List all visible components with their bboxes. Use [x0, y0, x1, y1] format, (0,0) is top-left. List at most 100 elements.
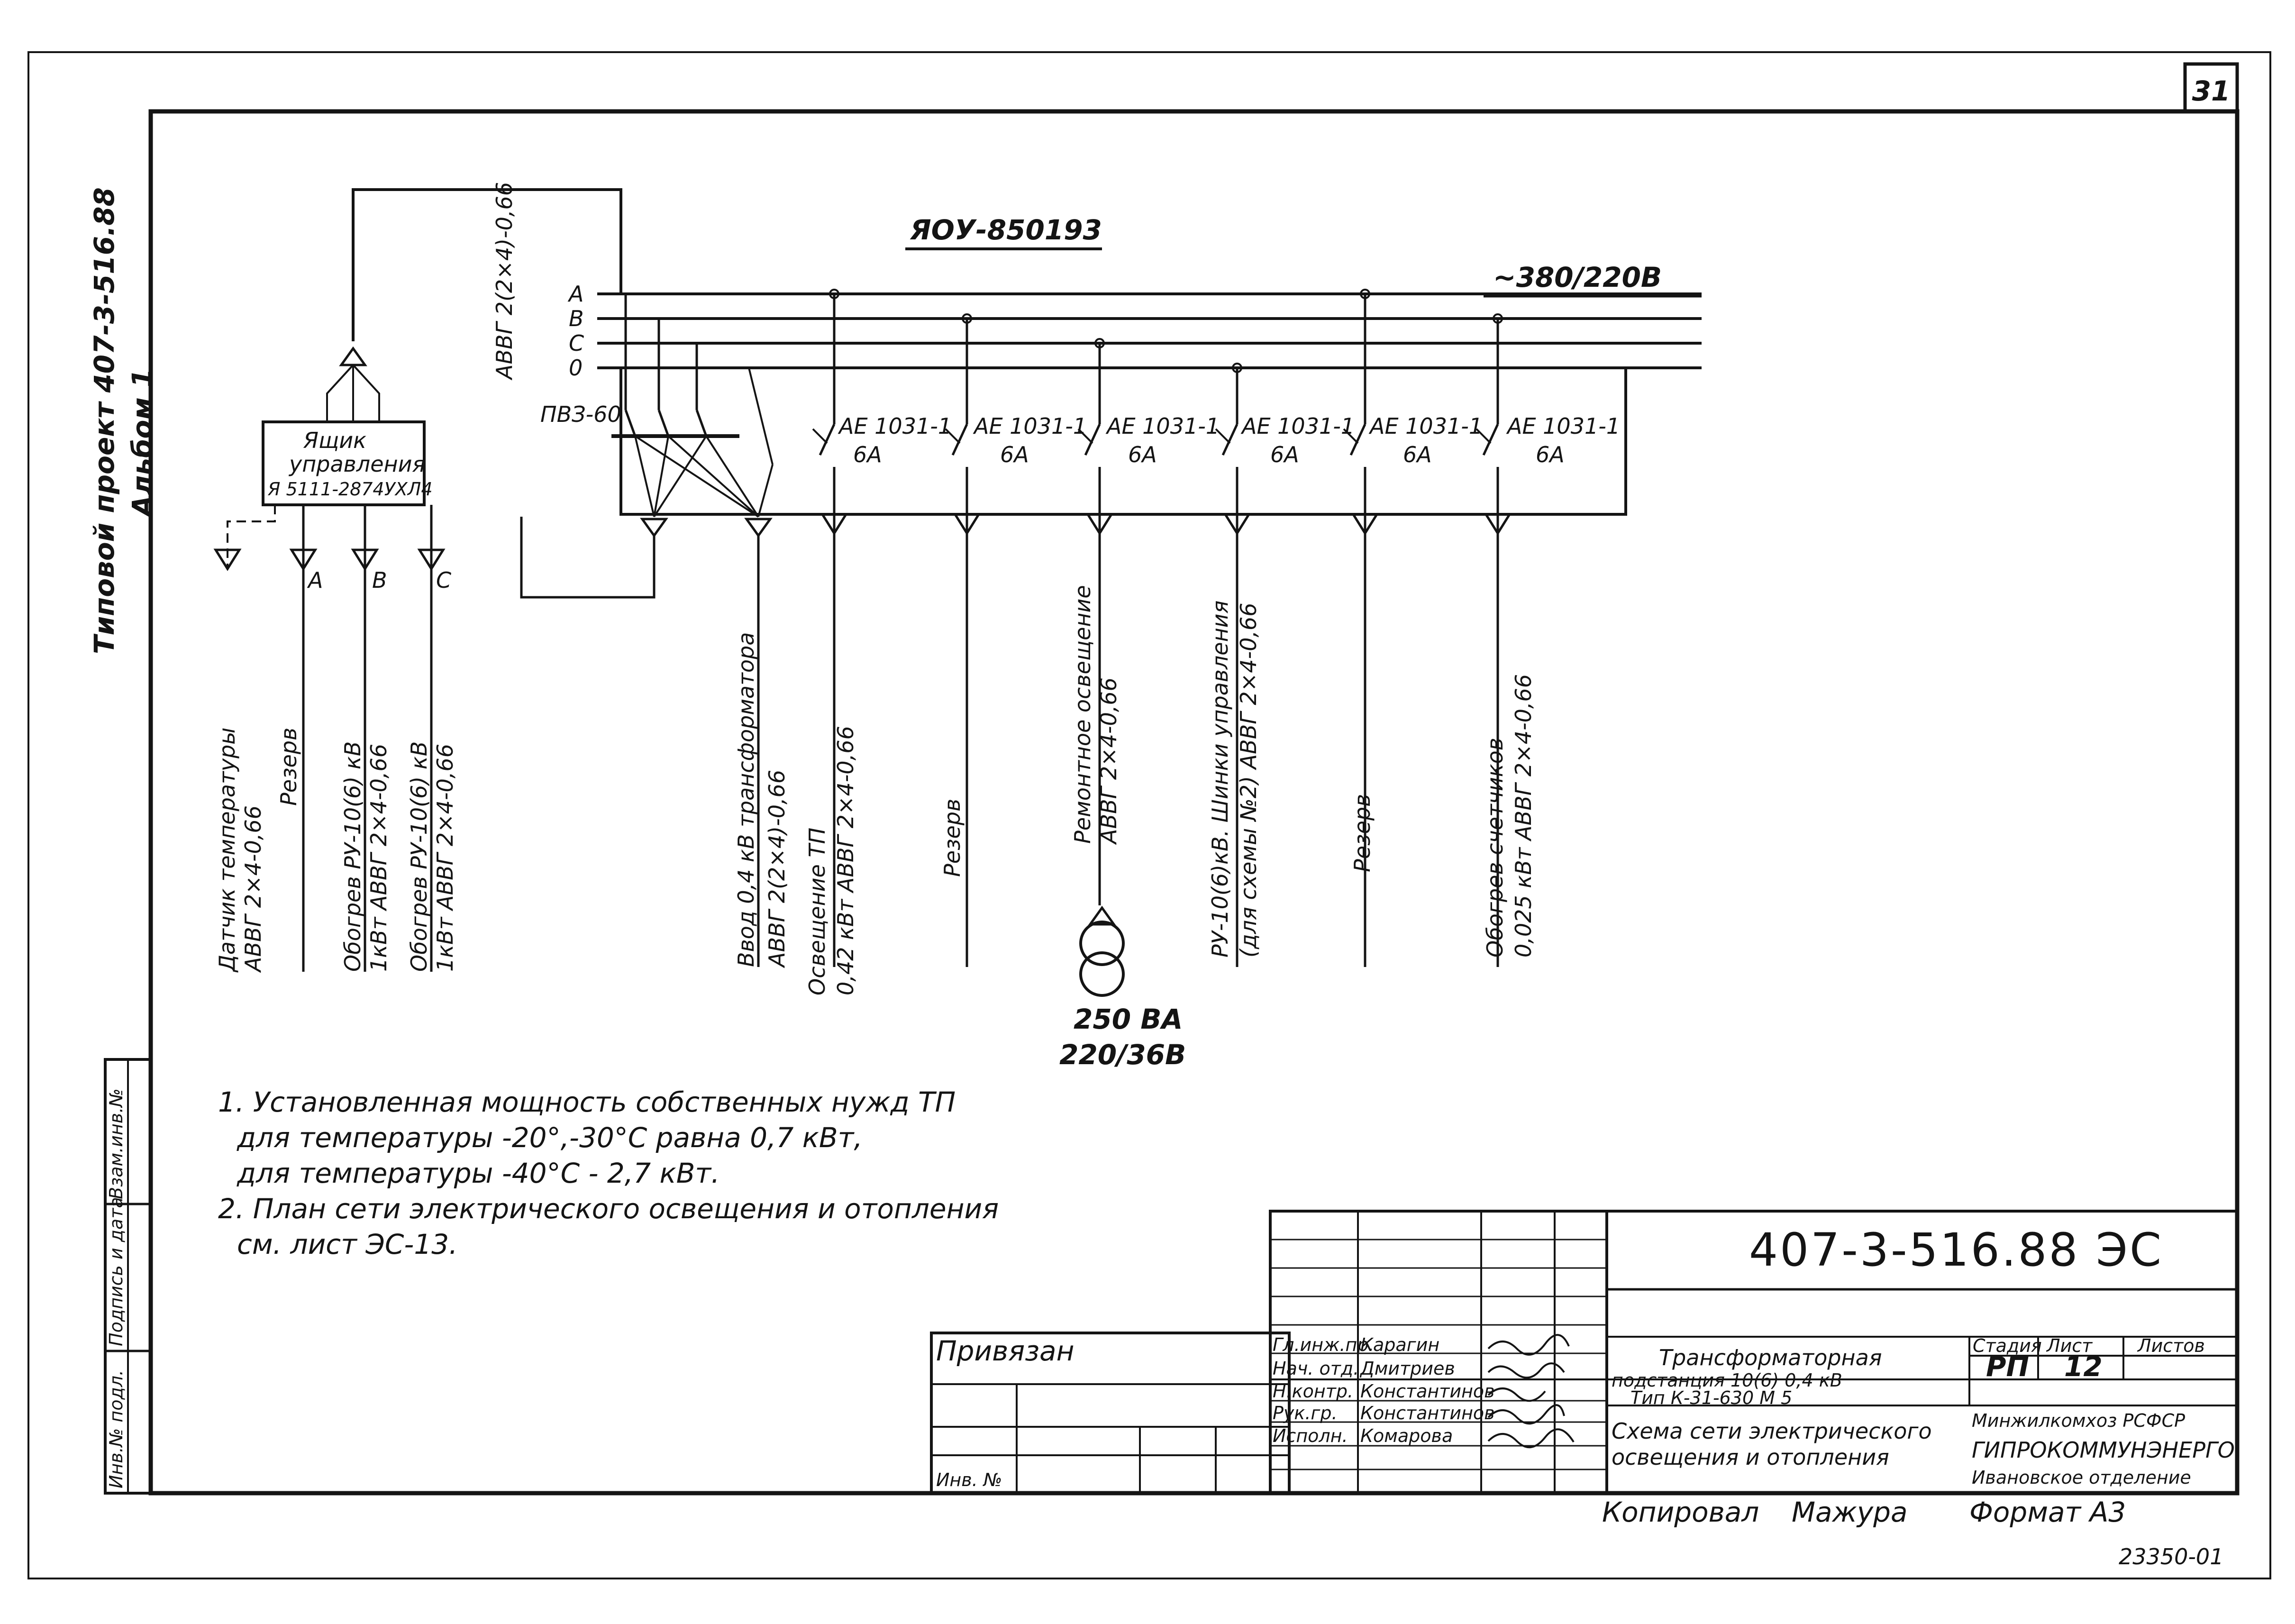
breaker-5	[1343, 289, 1379, 967]
sheet-number-box	[2183, 62, 2239, 113]
reserve-label-c: Резерв	[1349, 794, 1375, 872]
copied-label: Копировал	[1602, 1496, 1759, 1528]
name-5: Комарова	[1360, 1425, 1453, 1446]
panel-voltage: ~380/220В	[1493, 261, 1662, 293]
lighting-label-1: Освещение ТП	[804, 828, 830, 995]
stamp-original-inv: Инв.№ подл.	[106, 1370, 127, 1488]
breaker-5-rating: 6А	[1403, 442, 1432, 467]
panel-outline	[619, 368, 1627, 516]
breaker-4-rating: 6А	[1270, 442, 1299, 467]
stamp-sign-date: Подпись и дата	[106, 1197, 127, 1346]
reserve-label-b: Резерв	[939, 799, 965, 877]
reserve-label-a: Резерв	[276, 728, 301, 806]
name-2: Дмитриев	[1359, 1358, 1455, 1379]
drawing-line1: Схема сети электрического	[1612, 1418, 1932, 1444]
signatures	[1487, 1334, 1575, 1449]
switch-pvz	[611, 294, 774, 538]
object-line1: Трансформаторная	[1659, 1345, 1882, 1370]
breaker-4	[1215, 363, 1251, 967]
role-1: Гл.инж.пр.	[1273, 1334, 1374, 1355]
transformer-ratio: 220/36В	[1059, 1039, 1186, 1071]
bus-label-a: А	[567, 281, 583, 307]
note-2-line2: см. лист ЭС-13.	[237, 1228, 458, 1260]
repair-label-2: АВВГ 2×4-0,66	[1096, 677, 1121, 845]
sheet-label: Лист	[2046, 1335, 2093, 1356]
sheet-number: 31	[2192, 75, 2231, 107]
breakers-group	[812, 289, 1512, 967]
busbars	[597, 292, 1702, 369]
org-line3: Ивановское отделение	[1972, 1467, 2191, 1488]
feed-cable-label: АВВГ 2(2×4)-0,66	[492, 182, 517, 381]
control-box	[262, 420, 426, 506]
name-4: Константинов	[1360, 1403, 1495, 1423]
inv-label: Инв. №	[936, 1469, 1002, 1490]
stage-label: Стадия	[1973, 1335, 2042, 1356]
breaker-1-type: АЕ 1031-1	[838, 413, 952, 439]
org-line2: ГИПРОКОММУНЭНЕРГО	[1972, 1437, 2235, 1463]
control-box-lead-1	[326, 364, 354, 422]
transformer-symbol	[1079, 905, 1125, 997]
control-box-line2: управления	[288, 451, 425, 477]
breaker-3-rating: 6А	[1128, 442, 1157, 467]
stage-value: РП	[1986, 1350, 2029, 1383]
name-1: Карагин	[1360, 1334, 1439, 1355]
role-3: Н.контр.	[1273, 1381, 1353, 1402]
copied-name: Мажура	[1792, 1496, 1908, 1528]
heat-a-label-1: Обогрев РУ-10(6) кВ	[340, 741, 365, 972]
side-note-line2: Альбом 1	[126, 369, 158, 519]
heat-a-label-2: 1кВт АВВГ 2×4-0,66	[366, 744, 392, 972]
sensor-label-2: АВВГ 2×4-0,66	[240, 805, 266, 973]
switch-loop	[520, 517, 656, 599]
control-box-line3: Я 5111-2874УХЛ4	[267, 479, 433, 500]
breaker-5-type: АЕ 1031-1	[1368, 413, 1483, 439]
sensor-label-1: Датчик температуры	[214, 727, 240, 973]
drawing-code: 407-3-516.88 ЭС	[1749, 1223, 2163, 1277]
breaker-1	[812, 289, 848, 967]
name-3: Константинов	[1360, 1381, 1495, 1402]
breaker-4-type: АЕ 1031-1	[1240, 413, 1355, 439]
control-box-line1: Ящик	[303, 428, 366, 453]
paper-edge	[27, 51, 2271, 1579]
meter-label-2: 0,025 кВт АВВГ 2×4-0,66	[1511, 674, 1536, 958]
breaker-6	[1475, 313, 1512, 967]
side-note-line1: Типовой проект 407-3-516.88	[88, 187, 120, 654]
object-line3: Тип К-31-630 М 5	[1630, 1387, 1792, 1408]
sheets-label: Листов	[2137, 1335, 2205, 1356]
breaker-2-rating: 6А	[1000, 442, 1029, 467]
format-label: Формат А3	[1969, 1496, 2126, 1528]
breaker-6-rating: 6А	[1536, 442, 1565, 467]
sheet-value: 12	[2064, 1350, 2103, 1383]
bus-label-0: 0	[569, 355, 583, 381]
breaker-3-type: АЕ 1031-1	[1105, 413, 1220, 439]
control-box-lead-3	[352, 364, 380, 422]
role-2: Нач. отд.	[1273, 1358, 1359, 1379]
lighting-label-2: 0,42 кВт АВВГ 2×4-0,66	[833, 726, 858, 995]
ru-label-2: (для схемы №2) АВВГ 2×4-0,66	[1236, 602, 1261, 958]
title-block	[930, 1210, 2239, 1495]
breaker-6-type: АЕ 1031-1	[1506, 413, 1620, 439]
bus-label-c: С	[569, 330, 584, 356]
meter-label-1: Обогрев счетчиков	[1482, 738, 1508, 958]
input-label-2: АВВГ 2(2×4)-0,66	[764, 770, 790, 968]
heat-b-label-1: Обогрев РУ-10(6) кВ	[406, 741, 432, 972]
object-line2: подстанция 10(6) 0,4 кВ	[1612, 1370, 1842, 1391]
repair-label-1: Ремонтное освещение	[1070, 585, 1095, 844]
feed-cable-line	[352, 188, 622, 341]
left-stamp: Взам.инв.№ Подпись и дата Инв.№ подл.	[104, 1058, 152, 1495]
note-1-line2: для температуры -20°,-30°С равна 0,7 кВт…	[237, 1122, 863, 1154]
phase-label-c: С	[436, 567, 451, 593]
breaker-3	[1077, 338, 1114, 905]
drawing-line2: освещения и отопления	[1612, 1444, 1889, 1470]
role-5: Исполн.	[1273, 1425, 1348, 1446]
bound-label: Привязан	[936, 1335, 1075, 1367]
phase-label-b: В	[372, 567, 387, 593]
note-1-line3: для температуры -40°С - 2,7 кВт.	[237, 1157, 720, 1189]
breaker-1-rating: 6А	[853, 442, 882, 467]
ru-label-1: РУ-10(6)кВ. Шинки управления	[1207, 601, 1233, 958]
breaker-2-type: АЕ 1031-1	[973, 413, 1087, 439]
archive-number: 23350-01	[2119, 1544, 2223, 1569]
control-box-feed-arrow	[339, 346, 367, 366]
stamp-replace-inv: Взам.инв.№	[106, 1088, 127, 1199]
control-box-outputs	[213, 505, 446, 972]
